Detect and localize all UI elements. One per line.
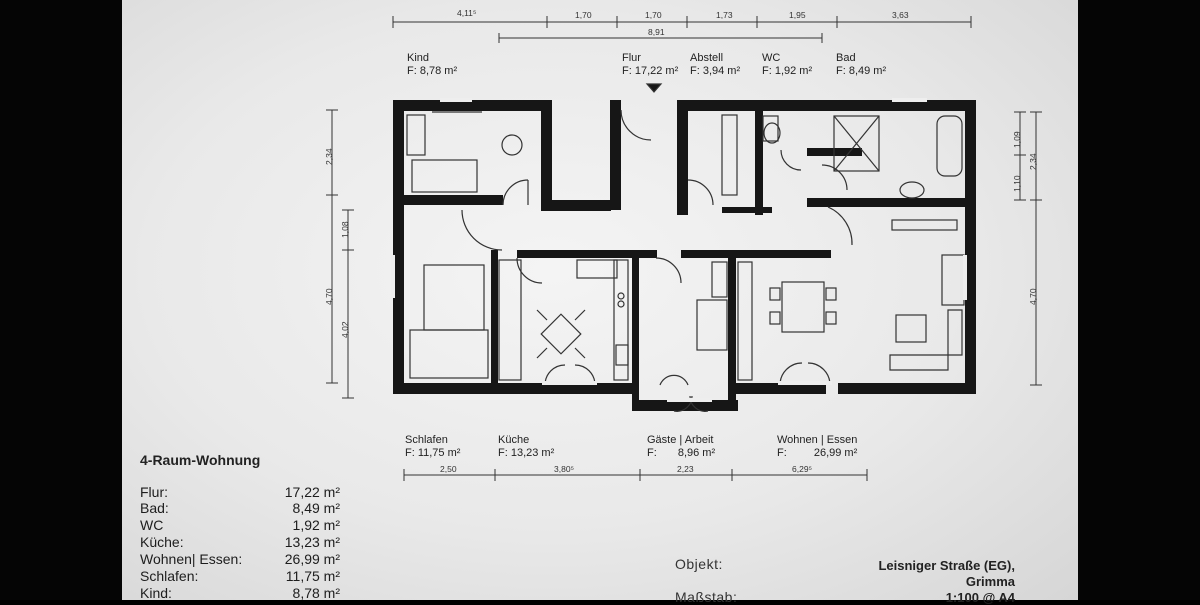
dim-right-3: 2,34 <box>1028 153 1038 170</box>
dim-top-2: 1,70 <box>575 10 592 20</box>
room-area-row: F: 26,99 m² <box>777 447 857 460</box>
dim-right-2: 1,10 <box>1012 175 1022 192</box>
room-name: Abstell <box>690 52 724 64</box>
massstab-value: 1:100 @ A4 <box>945 590 1015 605</box>
summary-row-value: 8,78 m² <box>292 585 340 601</box>
left-dimension-lines <box>326 109 354 399</box>
right-dimension-lines <box>1014 111 1042 386</box>
floor-plan-sheet: 4,11⁵ 1,70 1,70 1,73 1,95 3,63 8,91 2,34… <box>122 0 1078 600</box>
dim-left-1: 2,34 <box>324 148 334 165</box>
room-area: F: 8,78 m² <box>407 65 458 77</box>
room-name: Kind <box>407 52 430 64</box>
floor-plan-drawing <box>326 16 1042 481</box>
summary-row-name: Flur: <box>140 484 168 500</box>
dim-top-5: 1,95 <box>789 10 806 20</box>
room-label-bad: Bad F: 8,49 m² <box>836 52 886 78</box>
room-name: WC <box>762 52 781 64</box>
room-name: Wohnen | Essen <box>777 434 858 446</box>
summary-row-name: Wohnen| Essen: <box>140 551 243 567</box>
dim-top-3: 1,70 <box>645 10 662 20</box>
room-area-row: F: 8,96 m² <box>647 447 715 460</box>
room-name: Flur <box>622 52 641 64</box>
bottom-dimension-lines <box>403 469 868 481</box>
room-label-wohnen: Wohnen | Essen F: 26,99 m² <box>777 434 857 460</box>
fixtures <box>391 83 967 412</box>
room-name: Bad <box>836 52 856 64</box>
dim-bottom-2: 3,80⁵ <box>554 464 575 474</box>
summary-row: Kind: 8,78 m² <box>140 585 340 601</box>
summary-row-name: Schlafen: <box>140 568 199 584</box>
summary-row-name: Kind: <box>140 585 172 601</box>
dim-left-3: 4,70 <box>324 288 334 305</box>
walls <box>393 100 976 411</box>
room-area: F: 1,92 m² <box>762 65 813 77</box>
room-label-kueche: Küche F: 13,23 m² <box>498 434 554 460</box>
room-label-flur: Flur F: 17,22 m² <box>622 52 678 78</box>
room-area: 26,99 m² <box>813 447 858 459</box>
summary-row: WC 1,92 m² <box>140 517 340 533</box>
room-area: F: 11,75 m² <box>405 447 461 459</box>
summary-row: Schlafen: 11,75 m² <box>140 568 340 584</box>
dim-top-6: 3,63 <box>892 10 909 20</box>
room-area: 8,96 m² <box>677 447 716 459</box>
summary-row-name: Bad: <box>140 500 169 516</box>
summary-row: Küche: 13,23 m² <box>140 534 340 550</box>
room-label-wc: WC F: 1,92 m² <box>762 52 812 78</box>
top-dimension-lines <box>392 16 972 43</box>
objekt-label: Objekt: <box>675 556 723 572</box>
summary-row: Wohnen| Essen: 26,99 m² <box>140 551 340 567</box>
room-label-kind: Kind F: 8,78 m² <box>407 52 457 78</box>
dim-left-2: 1,08 <box>340 221 350 238</box>
area-prefix: F: <box>777 447 787 459</box>
room-area: F: 13,23 m² <box>498 447 555 459</box>
summary-row-value: 17,22 m² <box>284 484 340 500</box>
objekt-value-line2: Grimma <box>965 574 1015 589</box>
dim-right-4: 4,70 <box>1028 288 1038 305</box>
dim-right-1: 1,09 <box>1012 131 1022 148</box>
summary-row-value: 11,75 m² <box>285 568 340 584</box>
dim-top-inner: 8,91 <box>648 27 665 37</box>
dim-bottom-4: 6,29⁵ <box>792 464 813 474</box>
room-label-gaeste: Gäste | Arbeit F: 8,96 m² <box>647 434 715 460</box>
room-area: F: 17,22 m² <box>622 65 679 77</box>
summary-row-value: 8,49 m² <box>292 500 340 516</box>
room-area: F: 3,94 m² <box>690 65 741 77</box>
dim-top-4: 1,73 <box>716 10 733 20</box>
objekt-value-line1: Leisniger Straße (EG), <box>878 558 1015 573</box>
massstab-label: Maßstab: <box>675 589 738 605</box>
dim-bottom-1: 2,50 <box>440 464 457 474</box>
summary-row: Flur: 17,22 m² <box>140 484 340 500</box>
summary-row-name: Küche: <box>140 534 184 550</box>
room-name: Küche <box>498 434 530 446</box>
summary-row-name: WC <box>140 517 164 533</box>
summary-row: Bad: 8,49 m² <box>140 500 340 516</box>
room-label-schlafen: Schlafen F: 11,75 m² <box>405 434 460 460</box>
dim-left-4: 4,02 <box>340 321 350 338</box>
area-prefix: F: <box>647 447 657 459</box>
room-area: F: 8,49 m² <box>836 65 887 77</box>
room-label-abstell: Abstell F: 3,94 m² <box>690 52 740 78</box>
summary-row-value: 1,92 m² <box>292 517 340 533</box>
room-name: Schlafen <box>405 434 448 446</box>
summary-title: 4-Raum-Wohnung <box>140 452 261 468</box>
summary-row-value: 26,99 m² <box>284 551 340 567</box>
dim-top-1: 4,11⁵ <box>457 8 477 18</box>
dim-bottom-3: 2,23 <box>677 464 694 474</box>
summary-row-value: 13,23 m² <box>284 534 340 550</box>
room-name: Gäste | Arbeit <box>647 434 714 446</box>
